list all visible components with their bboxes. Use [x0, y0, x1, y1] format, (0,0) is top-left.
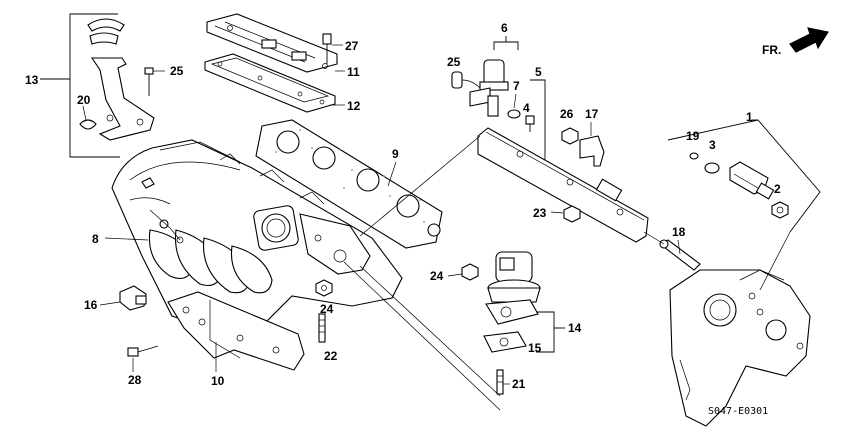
manifold-bracket-10	[167, 291, 305, 371]
hose-26	[451, 71, 481, 89]
fuel-rail-5	[477, 127, 649, 243]
bolt-27	[322, 33, 332, 64]
callout-27: 27	[345, 39, 359, 53]
bolt-4	[525, 115, 535, 132]
egr-valve	[485, 251, 541, 325]
callout-10: 10	[211, 374, 225, 388]
callout-15: 15	[528, 341, 542, 355]
stud-18	[658, 239, 701, 271]
callout-14: 14	[568, 321, 582, 335]
bracket-group-13	[40, 13, 165, 158]
callout-9: 9	[392, 147, 399, 161]
pressure-regulator	[469, 59, 509, 117]
callout-22: 22	[324, 349, 338, 363]
callout-2: 2	[774, 182, 781, 196]
callout-5: 5	[535, 65, 542, 79]
oring-3	[704, 162, 720, 174]
callout-7: 7	[513, 79, 520, 93]
oring-7	[507, 109, 521, 119]
callout-1: 1	[746, 110, 753, 124]
nut-23	[563, 205, 581, 223]
callout-25-right: 26	[560, 107, 574, 121]
injector	[729, 161, 775, 200]
egr-gasket-15	[483, 331, 527, 353]
callout-12: 12	[347, 99, 361, 113]
callout-13: 13	[25, 73, 39, 87]
nut-24-left	[315, 279, 333, 297]
seal-19	[689, 152, 699, 160]
callout-20: 20	[77, 93, 91, 107]
callout-25-left: 25	[170, 64, 184, 78]
callout-26: 25	[447, 55, 461, 69]
clip-16	[119, 285, 147, 311]
callout-4: 4	[523, 101, 530, 115]
bolt-28	[127, 345, 159, 357]
callout-21: 21	[512, 377, 526, 391]
nut-24-right	[461, 263, 479, 281]
leader-lines	[343, 135, 791, 411]
callout-28: 28	[128, 373, 142, 387]
callout-8: 8	[92, 232, 99, 246]
drawing-code: S047-E0301	[708, 406, 768, 417]
callout-6: 6	[501, 21, 508, 35]
stud-21	[496, 369, 504, 395]
cylinder-head	[669, 269, 811, 427]
cover-gasket-12	[204, 53, 336, 113]
direction-label: FR.	[762, 43, 781, 57]
stud-22	[318, 313, 326, 343]
callout-24-right: 24	[430, 269, 444, 283]
cushion-2	[771, 201, 789, 219]
front-direction-arrow	[789, 27, 829, 53]
callout-16: 16	[84, 298, 98, 312]
manifold-cover-11	[206, 13, 338, 73]
callout-18: 18	[672, 225, 686, 239]
callout-3: 3	[709, 138, 716, 152]
bolt-25-right	[561, 127, 579, 145]
bracket-17	[579, 135, 605, 167]
callout-11: 11	[347, 65, 360, 79]
callout-23: 23	[533, 206, 547, 220]
callout-24-left: 24	[320, 302, 334, 316]
callout-19: 19	[686, 129, 700, 143]
callout-17: 17	[585, 107, 599, 121]
